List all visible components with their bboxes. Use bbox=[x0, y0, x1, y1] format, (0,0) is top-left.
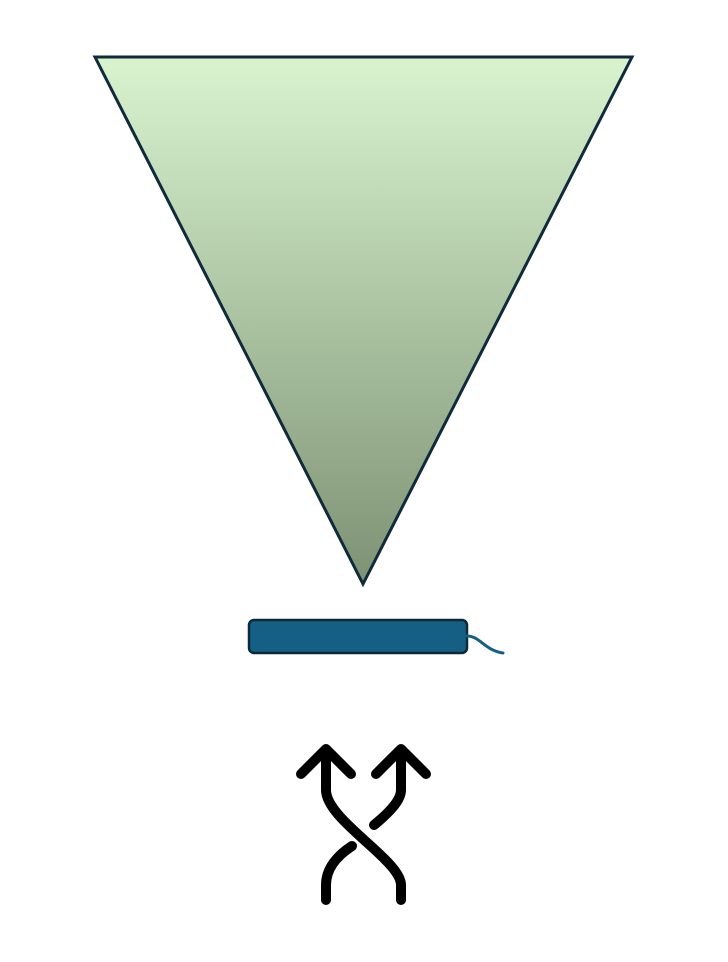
bar-shape bbox=[247, 618, 505, 655]
arrow-strand-right-lower bbox=[321, 841, 357, 905]
arrow-strand-left-up bbox=[321, 747, 406, 905]
arrow-strand-right-upper bbox=[369, 747, 406, 830]
arrow-head-left bbox=[296, 744, 356, 779]
bar-tail bbox=[465, 634, 505, 655]
funnel-triangle bbox=[92, 55, 635, 588]
bar-rect bbox=[247, 618, 469, 655]
arrow-head-right bbox=[371, 744, 431, 779]
crossing-arrows-icon bbox=[296, 744, 431, 905]
